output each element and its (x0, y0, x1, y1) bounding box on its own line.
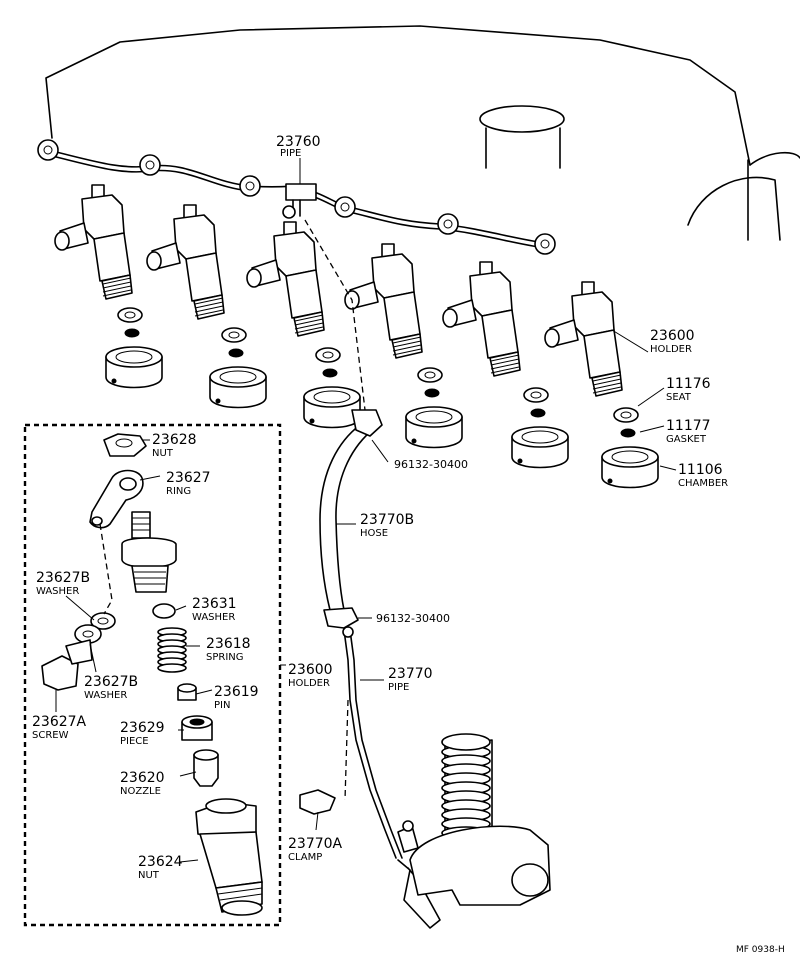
chamber-row (105, 307, 659, 489)
screw-23627a-part (41, 655, 79, 691)
callout-number: 11177 (666, 418, 711, 434)
injector-holder (54, 184, 133, 300)
callout-name: HOLDER (288, 678, 330, 689)
callout-number: 23618 (206, 636, 251, 652)
callout-name: PIPE (280, 148, 301, 159)
seat-gasket-chamber-set (105, 307, 163, 389)
callout-name: PIECE (120, 736, 149, 747)
callout-number: 23600 (650, 328, 695, 344)
injection-pump (397, 733, 551, 906)
callout-name: WASHER (84, 690, 127, 701)
figure-reference: MF 0938-H (736, 945, 785, 955)
injector-holder (544, 281, 623, 397)
seat-gasket-chamber-set (405, 367, 463, 449)
nut-23628-part (103, 433, 147, 457)
callout-name: WASHER (192, 612, 235, 623)
callout-number: 11176 (666, 376, 711, 392)
callout-number: 11106 (678, 462, 723, 478)
injector-holder (146, 204, 225, 320)
callout-number: 23628 (152, 432, 197, 448)
injector-holder-row (54, 184, 623, 397)
callout-name: WASHER (36, 586, 79, 597)
callout-name: PIN (214, 700, 230, 711)
callout-number: 23620 (120, 770, 165, 786)
injector-holder (442, 261, 521, 377)
callout-name: NUT (138, 870, 160, 881)
spring-coil (157, 663, 187, 673)
callout-name: HOSE (360, 528, 388, 539)
leakoff-line (299, 219, 441, 929)
callout-number: 23770 (388, 666, 433, 682)
seat-gasket-chamber-set (601, 407, 659, 489)
callout-number: 23627A (32, 714, 87, 730)
engine-block-outline (45, 25, 800, 241)
callout-name: GASKET (666, 434, 707, 445)
upper-hose-clip (351, 409, 383, 437)
callout-number: 23624 (138, 854, 183, 870)
callout-number: 23600 (288, 662, 333, 678)
callout-number: 23619 (214, 684, 259, 700)
callout-labels: 23760 PIPE 23600 HOLDER 11176 SEAT 11177… (32, 134, 785, 955)
callout-number: 23760 (276, 134, 321, 150)
washer-23631-part (152, 603, 176, 619)
callout-name: SCREW (32, 730, 69, 741)
callout-name: SPRING (206, 652, 244, 663)
injection-pipe-assembly (37, 139, 556, 255)
callout-name: PIPE (388, 682, 409, 693)
callout-name: NOZZLE (120, 786, 161, 797)
callout-number: 23627B (36, 570, 90, 586)
callout-number: 23770B (360, 512, 414, 528)
callout-name: HOLDER (650, 344, 692, 355)
callout-number: 23627 (166, 470, 211, 486)
washer-23627b-upper-part (90, 612, 116, 630)
exploded-kit-box (23, 423, 282, 927)
callout-name: CLAMP (288, 852, 322, 863)
exploded-kit-parts (41, 433, 263, 916)
callout-number: 23627B (84, 674, 138, 690)
callout-number: 23631 (192, 596, 237, 612)
seat-gasket-chamber-set (303, 347, 361, 429)
injector-holder (344, 243, 423, 359)
leader-lines (55, 158, 677, 863)
callout-number: 96132-30400 (376, 612, 450, 625)
lower-hose-clip (323, 607, 359, 629)
injector-holder (246, 221, 325, 337)
callout-number: 23770A (288, 836, 343, 852)
callout-name: SEAT (666, 392, 692, 403)
callout-number: 23629 (120, 720, 165, 736)
seat-gasket-chamber-set (511, 387, 569, 469)
callout-name: RING (166, 486, 191, 497)
pipe-clamp (299, 789, 336, 815)
callout-number: 96132-30400 (394, 458, 468, 471)
callout-name: CHAMBER (678, 478, 728, 489)
spring-23618-part (157, 627, 187, 673)
seat-gasket-chamber-set (209, 327, 267, 409)
callout-name: NUT (152, 448, 174, 459)
